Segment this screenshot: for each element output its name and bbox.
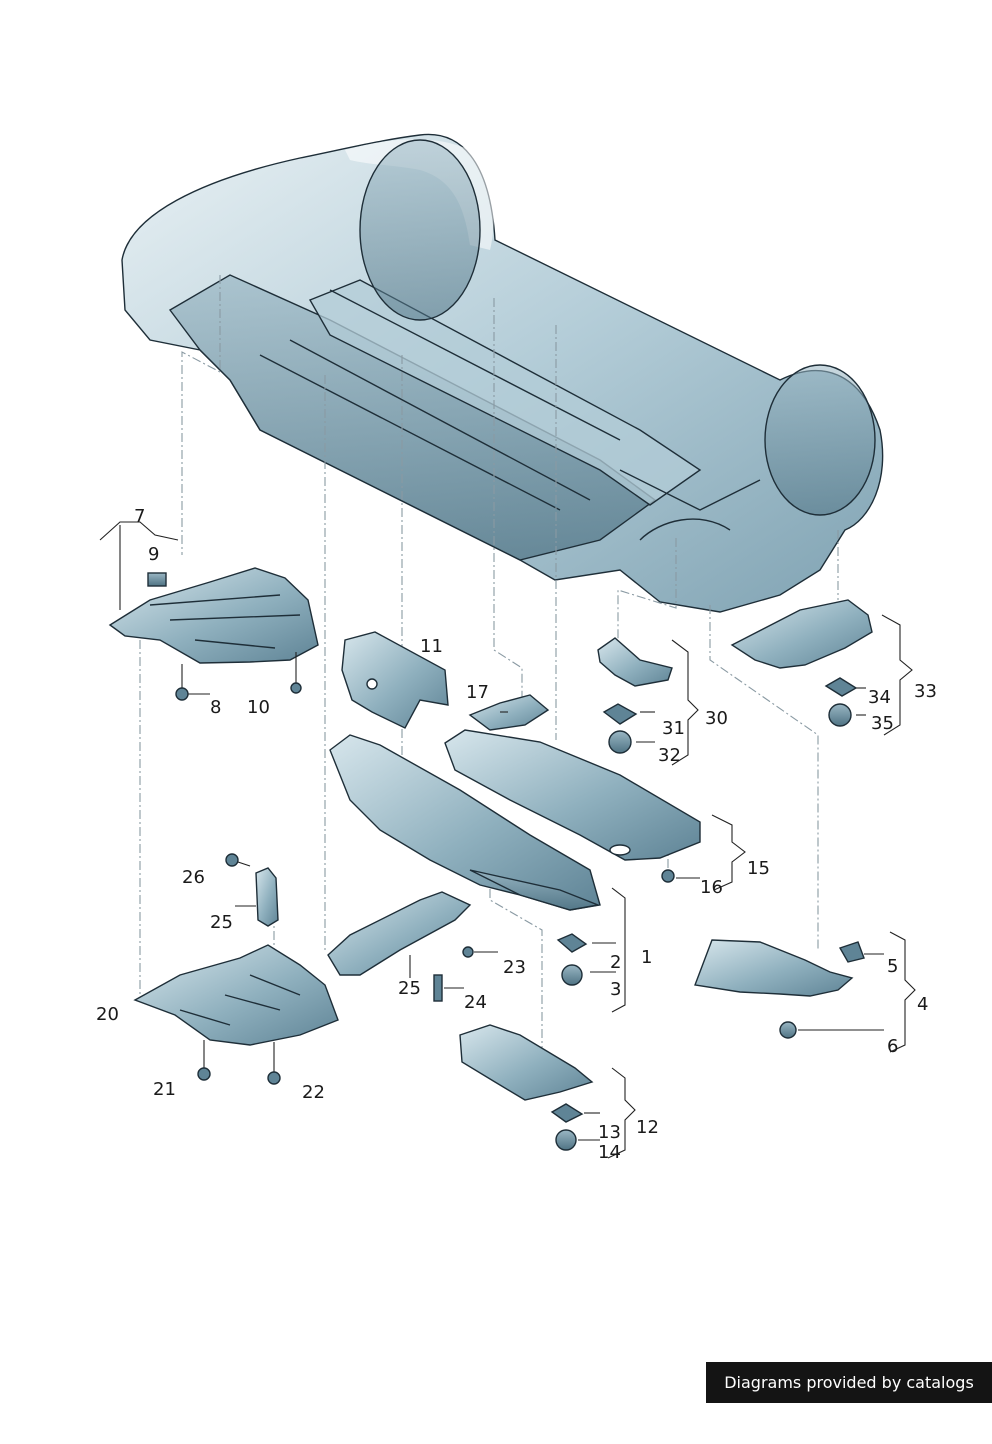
nut-part-13 — [550, 1103, 584, 1123]
label-3: 3 — [610, 979, 621, 1000]
label-6: 6 — [887, 1036, 898, 1057]
label-12: 12 — [636, 1117, 659, 1138]
nut-part-2 — [556, 933, 588, 953]
label-25: 25 — [398, 978, 421, 999]
shield-part-12 — [459, 1024, 594, 1151]
label-34: 34 — [868, 687, 891, 708]
label-2: 2 — [610, 952, 621, 973]
clip-part-9 — [147, 572, 167, 587]
label-32: 32 — [658, 745, 681, 766]
washer-part-3 — [561, 964, 583, 986]
panel-part-11 — [341, 631, 449, 729]
label-13: 13 — [598, 1122, 621, 1143]
label-15: 15 — [747, 858, 770, 879]
label-1: 1 — [641, 947, 652, 968]
shield-part-4 — [694, 939, 865, 1039]
label-24: 26 — [182, 867, 205, 888]
bracket-part-17 — [468, 694, 550, 731]
nut-part-31 — [602, 703, 638, 725]
bolt-part-22 — [267, 1071, 281, 1085]
label-4: 4 — [917, 994, 928, 1015]
group-braces — [99, 521, 916, 1159]
label-33: 33 — [914, 681, 937, 702]
washer-part-32 — [608, 730, 632, 754]
label-9: 9 — [148, 544, 159, 565]
label-35: 35 — [871, 713, 894, 734]
bracket-part-23 — [225, 853, 279, 927]
bolt-part-21 — [197, 1067, 211, 1081]
label-8: 8 — [210, 697, 221, 718]
label-21: 21 — [153, 1079, 176, 1100]
label-26: 23 — [503, 957, 526, 978]
washer-part-14 — [555, 1129, 577, 1151]
label-5: 5 — [887, 956, 898, 977]
tunnel-panel-part-15 — [444, 729, 701, 883]
label-20: 20 — [96, 1004, 119, 1025]
credit-banner: Diagrams provided by catalogs parts — [706, 1362, 992, 1433]
tunnel-cover-part-25 — [327, 891, 474, 1002]
clip-part-16 — [661, 869, 675, 883]
pin-part-27 — [433, 974, 443, 1002]
exploded-parts-diagram: 7 9 8 10 11 17 30 31 32 33 34 35 15 16 2… — [96, 133, 937, 1163]
leader-lines — [235, 687, 884, 1141]
floor-panel-part-1 — [329, 734, 601, 986]
bolt-part-10 — [290, 682, 302, 694]
label-14: 14 — [598, 1142, 621, 1163]
clip-part-6 — [779, 1021, 797, 1039]
bolt-part-26 — [462, 946, 474, 958]
label-17: 17 — [466, 682, 489, 703]
bolt-part-24 — [225, 853, 239, 867]
label-31: 31 — [662, 718, 685, 739]
label-23: 25 — [210, 912, 233, 933]
label-30: 30 — [705, 708, 728, 729]
bracket-part-30 — [597, 637, 673, 754]
label-16: 16 — [700, 877, 723, 898]
label-11: 11 — [420, 636, 443, 657]
engine-shield-part-7 — [108, 567, 319, 701]
lower-shield-part-20 — [133, 944, 339, 1085]
rear-shield-part-33 — [730, 599, 873, 727]
alignment-lines — [139, 275, 839, 1050]
bolt-part-8 — [175, 687, 189, 701]
label-10: 10 — [247, 697, 270, 718]
callout-labels: 7 9 8 10 11 17 30 31 32 33 34 35 15 16 2… — [96, 506, 937, 1163]
label-27: 24 — [464, 992, 487, 1013]
label-7: 7 — [134, 506, 145, 527]
nut-part-34 — [824, 677, 858, 697]
washer-part-35 — [828, 703, 852, 727]
clip-part-5 — [838, 941, 865, 963]
label-22: 22 — [302, 1082, 325, 1103]
car-underbody — [121, 133, 884, 613]
